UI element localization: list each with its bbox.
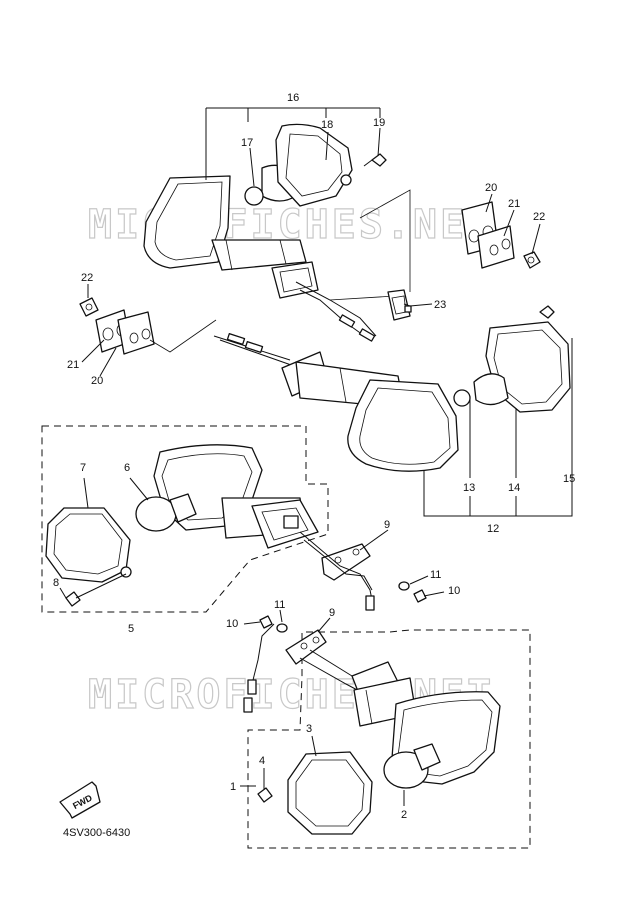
- flasher-assembly-12: [213, 305, 571, 472]
- callout-11b: 11: [274, 599, 285, 611]
- callouts: 16 17 18 19 20 21 22 23 22 21 20 13 14 1…: [53, 92, 575, 821]
- callout-17: 17: [241, 137, 253, 149]
- forward-arrow-icon: FWD: [59, 781, 101, 819]
- callout-5: 5: [128, 623, 134, 635]
- flasher-assembly-16: [143, 123, 411, 342]
- callout-14: 14: [508, 482, 520, 494]
- callout-12: 12: [487, 523, 499, 535]
- callout-4: 4: [259, 755, 265, 767]
- spacer-set-upper: [461, 201, 541, 269]
- drawing-code: 4SV300-6430: [63, 827, 130, 839]
- callout-15: 15: [563, 473, 575, 485]
- callout-3: 3: [306, 723, 312, 735]
- callout-23: 23: [434, 299, 446, 311]
- callout-21b: 21: [67, 359, 79, 371]
- callout-18: 18: [321, 119, 333, 131]
- callout-9a: 9: [384, 519, 390, 531]
- callout-2: 2: [401, 809, 407, 821]
- spacer-set-left: [79, 297, 217, 355]
- callout-22b: 22: [81, 272, 93, 284]
- callout-20b: 20: [91, 375, 103, 387]
- callout-9b: 9: [329, 607, 335, 619]
- callout-11a: 11: [430, 569, 441, 581]
- callout-7: 7: [80, 462, 86, 474]
- leader-lines: [59, 107, 573, 806]
- callout-16: 16: [287, 92, 299, 104]
- callout-20a: 20: [485, 182, 497, 194]
- flasher-assembly-5: [41, 425, 427, 613]
- callout-22a: 22: [533, 211, 545, 223]
- flasher-assembly-1: [243, 615, 531, 849]
- callout-6: 6: [124, 462, 130, 474]
- connector-23: [387, 289, 412, 321]
- callout-19: 19: [373, 117, 385, 129]
- callout-1: 1: [230, 781, 236, 793]
- callout-10a: 10: [448, 585, 460, 597]
- callout-10b: 10: [226, 618, 238, 630]
- callout-13: 13: [463, 482, 475, 494]
- callout-8: 8: [53, 577, 59, 589]
- callout-21a: 21: [508, 198, 520, 210]
